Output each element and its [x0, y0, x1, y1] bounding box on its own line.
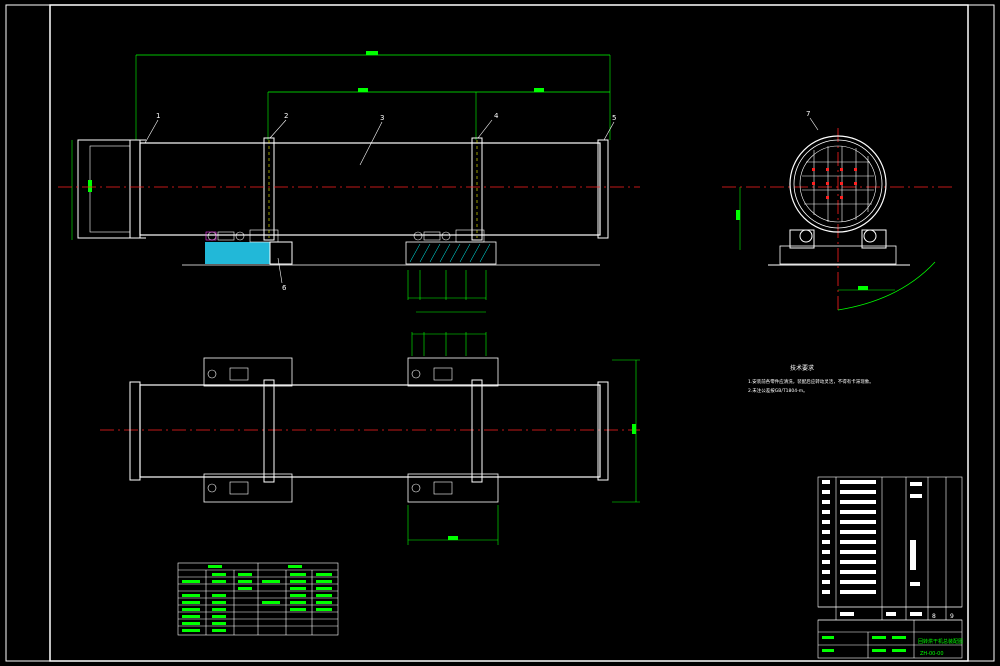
drum-outlet-flange [597, 139, 609, 239]
drum-shell [139, 142, 601, 236]
balloon-2: 2 [284, 112, 288, 120]
notes-line-1: 1.安装前各零件应清洗，装配后应转动灵活，不得有卡滞现象。 [748, 378, 874, 385]
end-view: 7 [722, 110, 955, 311]
foundation-left [205, 242, 270, 264]
parts-list [817, 476, 963, 621]
tire-right [471, 137, 483, 241]
balloon-4: 4 [494, 112, 499, 120]
title-block-drawing-no: ZH-00-00 [920, 651, 944, 657]
balloon-6: 6 [282, 284, 287, 292]
drum-inlet-flange [129, 139, 141, 239]
drum-section-outer [789, 135, 887, 233]
balloon-7: 7 [806, 110, 810, 118]
balloon-9: 9 [950, 613, 954, 620]
spec-table [177, 562, 339, 636]
drawing-frame [49, 4, 969, 662]
front-view: 1 2 3 4 5 6 [58, 51, 640, 313]
dim-label-span [358, 88, 368, 92]
balloon-8: 8 [932, 613, 936, 620]
dim-label-overall [366, 51, 378, 55]
plan-drum [139, 384, 601, 478]
balloon-3: 3 [380, 114, 384, 122]
title-block [817, 619, 963, 659]
notes-title: 技术要求 [790, 364, 814, 372]
technical-notes: 技术要求 1.安装前各零件应清洗，装配后应转动灵活，不得有卡滞现象。 2.未注公… [748, 364, 874, 394]
dim-label-end [534, 88, 544, 92]
scale-balloons: 8 9 [932, 613, 954, 620]
title-block-drawing-name: 回转烘干机总装配图 [918, 638, 963, 645]
title-block-fields [822, 636, 906, 652]
parts-list-rows [822, 480, 922, 616]
feed-hood [77, 139, 131, 239]
plan-view [100, 332, 640, 545]
spec-table-cells [182, 565, 332, 632]
balloon-1: 1 [156, 112, 160, 120]
tire-left [263, 137, 275, 241]
notes-line-2: 2.未注公差按GB/T1804-m。 [748, 387, 808, 394]
balloon-5: 5 [612, 114, 616, 122]
